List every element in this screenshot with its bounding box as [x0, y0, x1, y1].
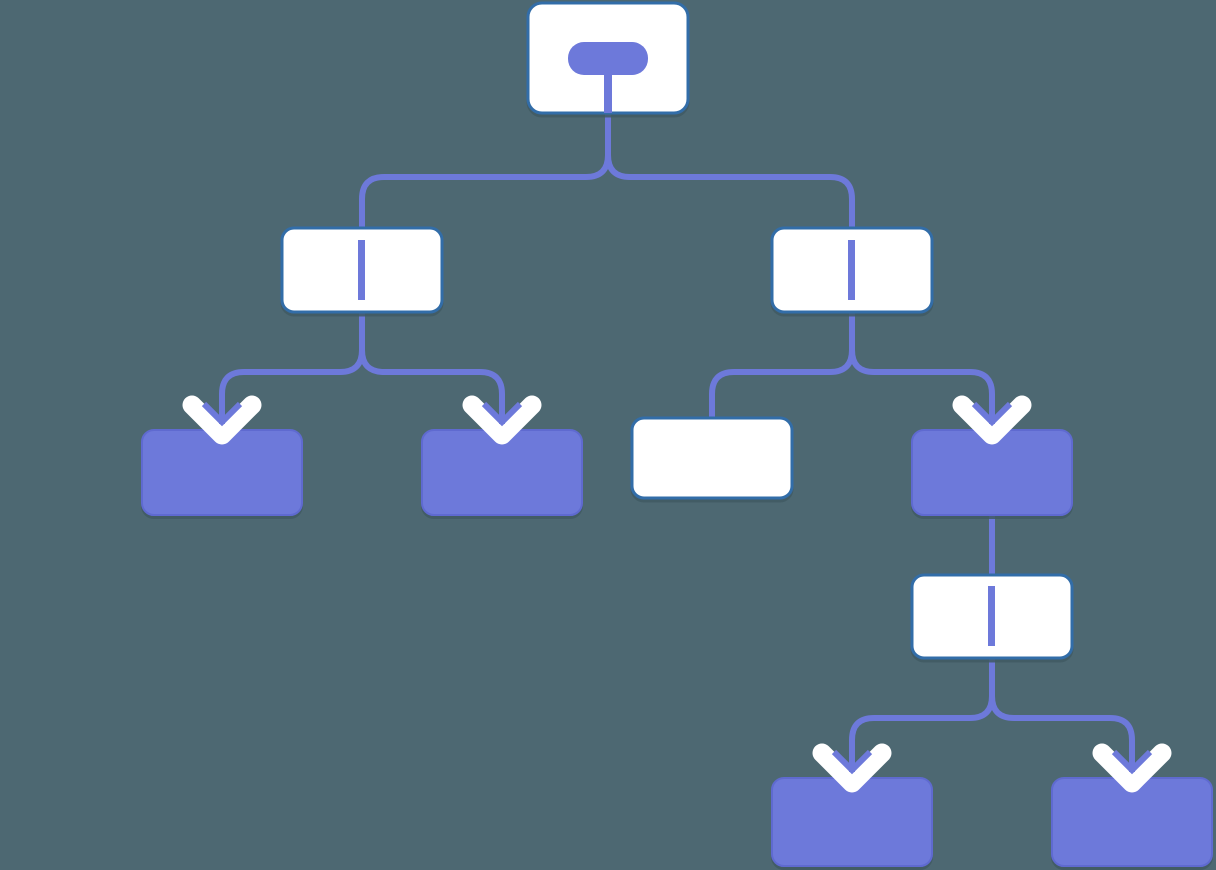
root-node[interactable]	[526, 1, 690, 115]
node-through-line	[358, 240, 365, 300]
edge-level2right-to-white	[709, 305, 855, 418]
arrow-outline-chevron-icon	[812, 743, 892, 793]
edge-root-to-level2-left	[359, 105, 611, 228]
edge-level4-to-leaf2	[989, 652, 1135, 786]
arrow-outline-chevron-icon	[462, 395, 542, 445]
arrow-outline-chevron-icon	[182, 395, 262, 445]
arrow-outline-chevron-icon	[952, 395, 1032, 445]
node-stem	[604, 75, 612, 113]
arrowhead-leaf1	[182, 394, 262, 445]
edge-level2right-to-purple	[849, 305, 995, 438]
node-pill-badge	[568, 42, 648, 75]
node-through-line	[988, 586, 995, 646]
node-box	[630, 416, 794, 500]
edge-root-to-level2-right	[605, 105, 855, 228]
arrowhead-level5-leaf2	[1092, 742, 1172, 793]
node-through-line	[848, 240, 855, 300]
level2-right-node[interactable]	[770, 226, 934, 314]
node-layer	[141, 1, 1213, 867]
edge-level2left-to-leaf2	[359, 305, 505, 438]
arrow-outline-chevron-icon	[1092, 743, 1172, 793]
level4-white-node[interactable]	[910, 573, 1074, 660]
edge-layer	[219, 105, 1135, 786]
arrowhead-leaf2	[462, 394, 542, 445]
arrowhead-layer	[182, 394, 1172, 793]
arrowhead-purple-node	[952, 394, 1032, 445]
arrowhead-level5-leaf1	[812, 742, 892, 793]
level3-white-node[interactable]	[630, 416, 794, 500]
level2-left-node[interactable]	[280, 226, 444, 314]
